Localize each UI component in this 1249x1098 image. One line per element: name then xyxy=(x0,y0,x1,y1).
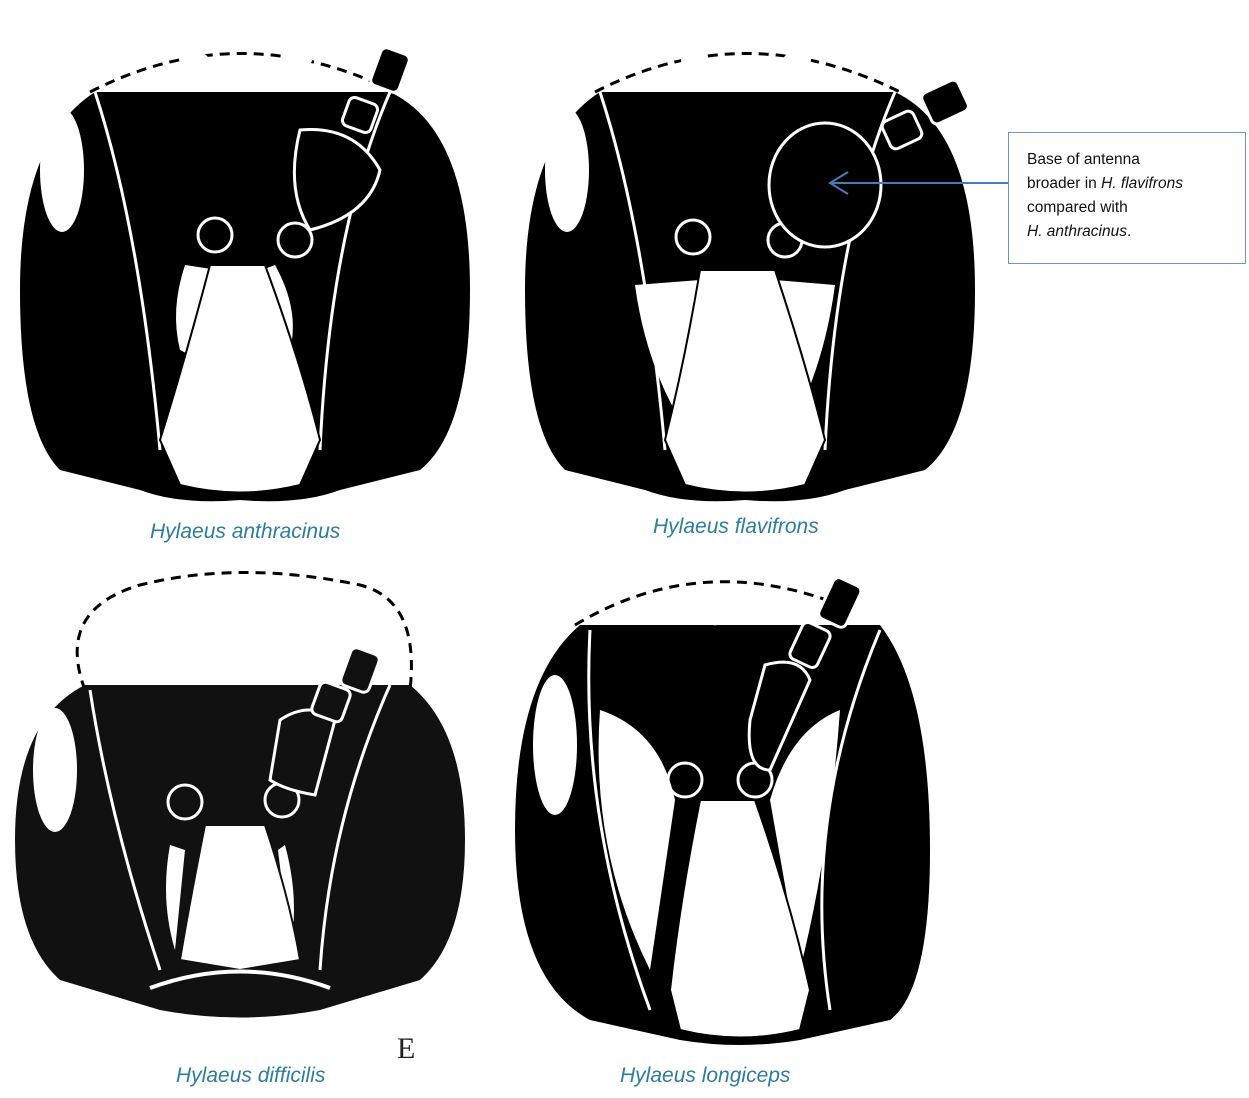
bee-head-drawing xyxy=(0,570,480,1050)
antenna-scape-broad xyxy=(769,123,881,247)
bee-head-drawing xyxy=(505,30,985,510)
species-caption-longiceps: Hylaeus longiceps xyxy=(620,1064,790,1088)
vertex-outline xyxy=(595,54,900,93)
annotation-callout: Base of antenna broader in H. flavifrons… xyxy=(1008,132,1246,264)
callout-line-4-suffix: . xyxy=(1127,223,1131,240)
head-illustration-longiceps xyxy=(500,570,980,1050)
callout-species-flavifrons: H. flavifrons xyxy=(1101,175,1183,192)
antenna-flagellum xyxy=(817,576,863,629)
callout-line-3: compared with xyxy=(1027,196,1235,220)
eye-highlight xyxy=(545,108,589,232)
head-illustration-difficilis xyxy=(0,570,480,1050)
head-illustration-anthracinus xyxy=(0,30,480,510)
lateral-ocellus-right xyxy=(284,52,312,68)
antenna-flagellum xyxy=(369,46,411,94)
head-illustration-flavifrons xyxy=(505,30,985,510)
callout-line-4: H. anthracinus. xyxy=(1027,220,1235,244)
lateral-ocellus-right xyxy=(783,52,811,68)
callout-species-anthracinus: H. anthracinus xyxy=(1027,223,1127,240)
bee-head-drawing xyxy=(0,30,480,510)
lateral-ocellus-left xyxy=(681,52,709,68)
median-ocellus xyxy=(226,638,254,666)
callout-line-2-prefix: broader in xyxy=(1027,175,1101,192)
callout-line-2: broader in H. flavifrons xyxy=(1027,172,1235,196)
eye-highlight xyxy=(533,675,577,815)
eye-highlight xyxy=(40,108,84,232)
species-caption-anthracinus: Hylaeus anthracinus xyxy=(150,520,340,544)
median-ocellus xyxy=(703,600,727,624)
lateral-ocellus-right xyxy=(751,597,779,613)
median-ocellus xyxy=(231,60,255,84)
species-caption-flavifrons: Hylaeus flavifrons xyxy=(653,515,819,539)
bee-head-drawing xyxy=(500,570,980,1050)
lateral-ocellus-left xyxy=(181,52,209,68)
median-ocellus xyxy=(731,60,755,84)
species-caption-difficilis: Hylaeus difficilis xyxy=(176,1064,325,1088)
eye-highlight xyxy=(33,708,77,832)
lateral-ocellus-left xyxy=(646,592,674,608)
panel-letter: E xyxy=(397,1032,415,1066)
callout-line-1: Base of antenna xyxy=(1027,148,1235,172)
